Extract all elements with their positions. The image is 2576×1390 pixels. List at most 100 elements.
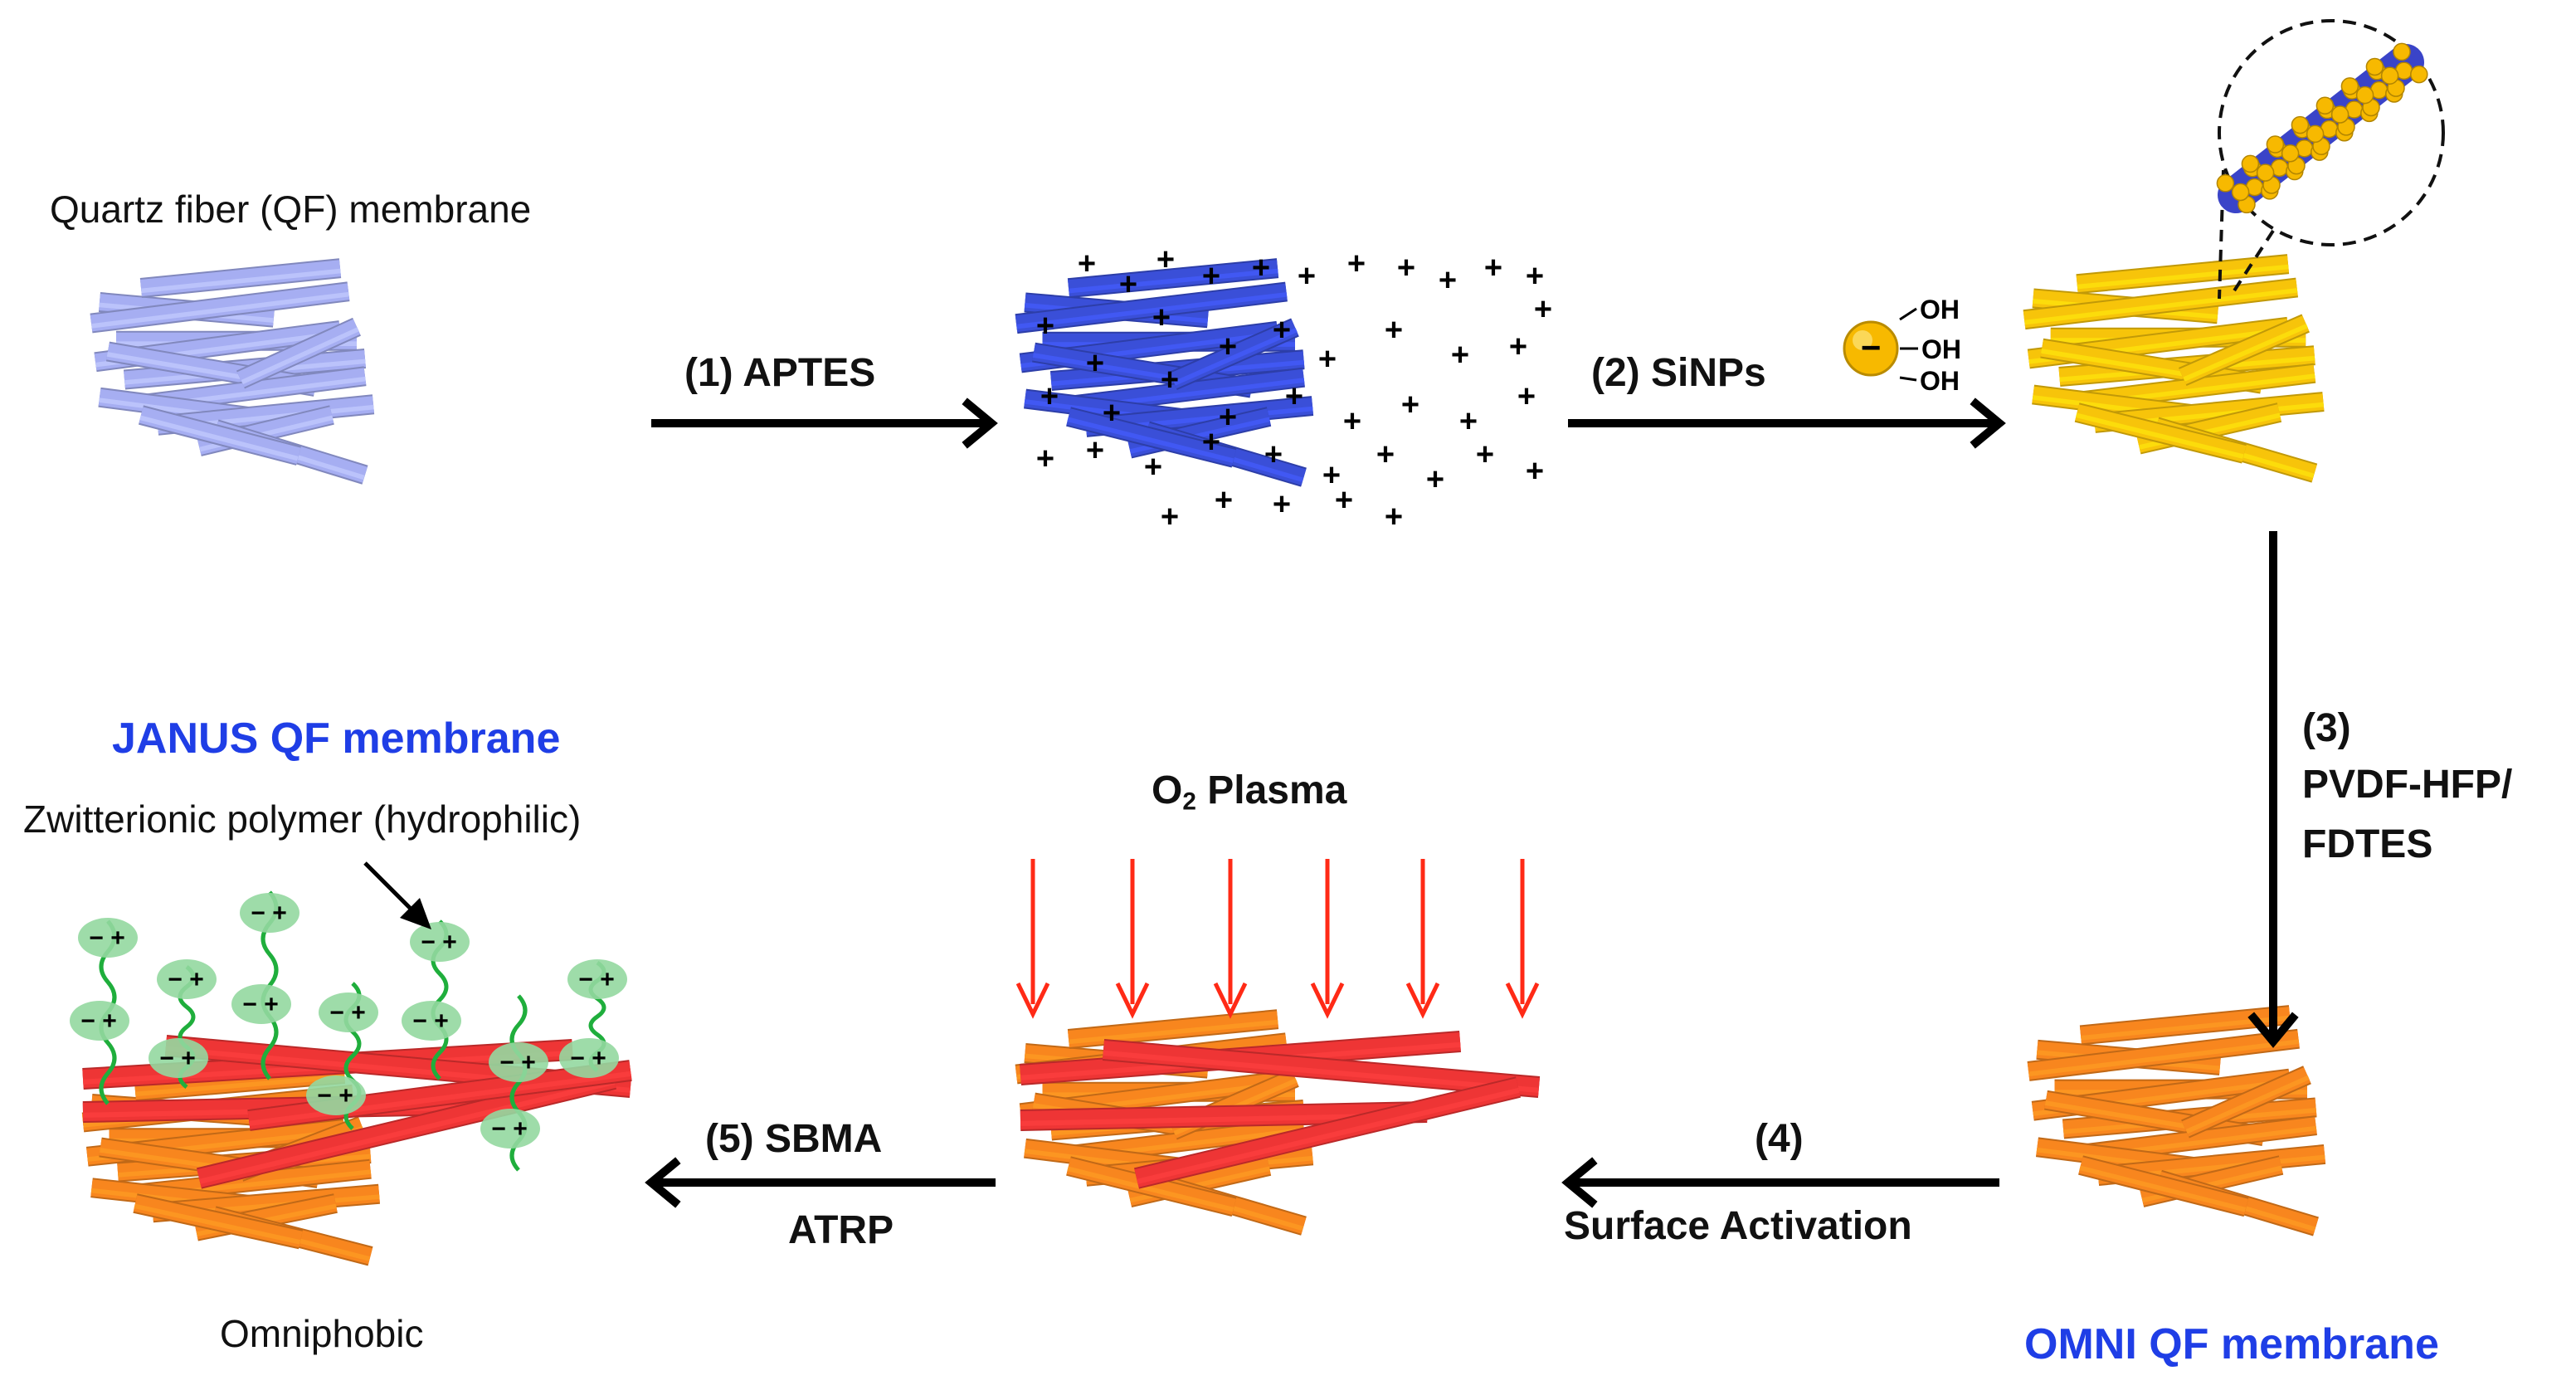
plasma-arrow-1 xyxy=(1015,859,1050,1019)
nanoparticle-charge: − xyxy=(1861,328,1882,367)
zwitterion-2: −+ xyxy=(70,1001,129,1041)
zwitterion-plus: + xyxy=(351,999,366,1027)
positive-charge-2: + xyxy=(1119,267,1137,302)
zwitterion-12: −+ xyxy=(480,1109,540,1149)
positive-charge-13: + xyxy=(1086,346,1104,381)
zwitterion-minus: − xyxy=(159,1045,174,1072)
qf-fiber-bundle-fiber-3 xyxy=(90,281,350,334)
zwitterion-7: −+ xyxy=(319,993,378,1032)
step2-label: (2) SiNPs xyxy=(1591,351,1766,395)
zoom-nanoparticle xyxy=(2355,85,2374,105)
positive-charge-34: + xyxy=(1202,425,1220,460)
decorations: ++++++++++++++++++++++++++++++++++++++++… xyxy=(70,19,2445,1172)
positive-charge-16: + xyxy=(1273,313,1291,348)
step5-label: (5) SBMA xyxy=(705,1117,883,1161)
positive-charge-32: + xyxy=(1086,433,1104,468)
positive-charge-36: + xyxy=(1322,458,1341,493)
plasma-arrow-6 xyxy=(1505,859,1540,1019)
omni-fiber-bundle-fiber-13 xyxy=(2078,1155,2249,1217)
positive-charge-23: + xyxy=(1103,396,1121,431)
zoom-nanoparticle xyxy=(2330,105,2350,124)
zwitterionic-label: Zwitterionic polymer (hydrophilic) xyxy=(23,797,582,841)
fiber-zoom-inset xyxy=(2216,19,2445,300)
zwitterion-plus: + xyxy=(600,966,615,993)
zwitterion-minus: − xyxy=(412,1007,427,1035)
aptes-fiber-bundle-fiber-14 xyxy=(1169,318,1299,390)
positive-charge-19: + xyxy=(1451,338,1469,373)
zoom-nanoparticle xyxy=(2291,115,2310,134)
hydroxyl-label-3: OH xyxy=(1920,366,1960,396)
step4-label: Surface Activation xyxy=(1564,1204,1912,1248)
qf-fiber-bundle-fiber-2 xyxy=(139,258,342,298)
zwitterion-plus: + xyxy=(272,900,287,927)
plasma-red-fiber-2 xyxy=(1102,1039,1541,1098)
step3-line2: FDTES xyxy=(2302,822,2433,866)
aptes-fiber-bundle-fiber-3 xyxy=(1015,281,1288,334)
zwitterion-1: −+ xyxy=(78,918,138,958)
positive-charge-26: + xyxy=(1285,379,1303,414)
positive-charge-15: + xyxy=(1219,329,1237,364)
zwitterion-4: −+ xyxy=(149,1038,208,1078)
positive-charge-3: + xyxy=(1157,242,1175,277)
zoom-nanoparticle xyxy=(2365,57,2384,76)
zwitterion-plus: + xyxy=(513,1115,528,1143)
positive-charge-30: + xyxy=(1517,379,1536,414)
zwitterion-minus: − xyxy=(491,1115,506,1143)
zwitterion-minus: − xyxy=(570,1045,585,1072)
o2-plasma-arrows xyxy=(1015,859,1540,1019)
zwitterion-8: −+ xyxy=(306,1075,366,1115)
sinp-fiber-bundle-fiber-13 xyxy=(2074,402,2247,464)
plasma-arrow-3 xyxy=(1213,859,1248,1019)
plasma-red-fiber-4 xyxy=(1133,1076,1522,1189)
positive-charge-24: + xyxy=(1161,363,1179,397)
step5-arrow xyxy=(645,1157,996,1208)
zwitterion-minus: − xyxy=(421,929,436,956)
zwitterion-plus: + xyxy=(110,924,125,952)
zoom-nanoparticle xyxy=(2410,65,2428,84)
step3-number: (3) xyxy=(2302,706,2351,750)
zwitterion-minus: − xyxy=(317,1082,332,1110)
positive-charge-18: + xyxy=(1385,313,1403,348)
aptes-fiber-bundle xyxy=(1015,258,1314,487)
zwitterion-plus: + xyxy=(442,929,457,956)
positive-charge-33: + xyxy=(1144,450,1162,485)
zwitterionic-pointer-arrow xyxy=(363,861,431,929)
positive-charge-1: + xyxy=(1078,246,1096,281)
zwitterionic-polymer-brushes: −+−+−+−+−+−+−+−+−+−+−+−+−+−+ xyxy=(70,890,627,1172)
plasma-arrow-2 xyxy=(1115,859,1150,1019)
zoom-nanoparticle xyxy=(2393,42,2411,61)
positive-charge-25: + xyxy=(1219,400,1237,435)
zwitterion-minus: − xyxy=(80,1007,95,1035)
omni-fiber-bundle-fiber-14 xyxy=(2181,1066,2311,1139)
zwitterion-plus: + xyxy=(264,991,279,1018)
positive-charge-5: + xyxy=(1252,251,1270,285)
positive-charge-41: + xyxy=(1161,500,1179,534)
zwitterion-9: −+ xyxy=(410,922,470,962)
zoom-nanoparticle xyxy=(2241,154,2260,173)
omni-membrane-title: OMNI QF membrane xyxy=(2024,1320,2439,1368)
o2-plasma-label: O2 Plasma xyxy=(1152,768,1347,816)
zoom-nanoparticle xyxy=(2231,183,2250,202)
zwitterion-plus: + xyxy=(521,1049,536,1076)
hydroxyl-label-2: OH xyxy=(1921,334,1961,364)
qf-membrane-label: Quartz fiber (QF) membrane xyxy=(50,188,532,231)
zwitterion-13: −+ xyxy=(567,959,627,999)
zwitterion-minus: − xyxy=(578,966,593,993)
zoom-nanoparticle xyxy=(2380,66,2399,85)
zoom-nanoparticle xyxy=(2256,163,2275,182)
zwitterion-5: −+ xyxy=(240,893,299,933)
zwitterion-10: −+ xyxy=(402,1001,461,1041)
zoom-nanoparticle xyxy=(2340,77,2359,95)
zwitterion-minus: − xyxy=(168,966,183,993)
step1-label: (1) APTES xyxy=(684,351,876,395)
atrp-label: ATRP xyxy=(788,1208,894,1252)
zoom-nanoparticle xyxy=(2306,124,2325,144)
positive-charge-28: + xyxy=(1401,388,1419,422)
positive-charge-39: + xyxy=(1476,437,1494,472)
omni-fiber-bundle-fiber-3 xyxy=(2027,1028,2300,1081)
aptes-fiber-bundle-fiber-13 xyxy=(1066,407,1237,468)
positive-charge-4: + xyxy=(1202,259,1220,294)
zwitterion-minus: − xyxy=(329,999,344,1027)
positive-charge-8: + xyxy=(1397,251,1415,285)
